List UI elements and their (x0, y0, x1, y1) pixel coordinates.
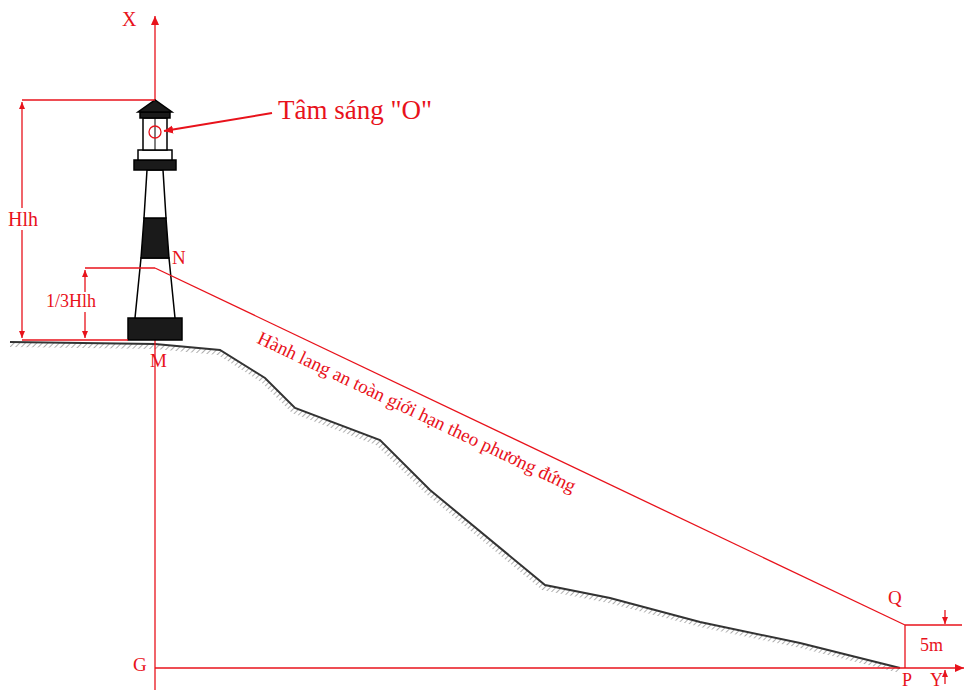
axis-label: X (122, 8, 136, 30)
dimension-label: Hlh (6, 208, 40, 230)
point-label: G (133, 655, 147, 676)
point-label: N (172, 248, 186, 269)
point-label: P (902, 671, 912, 691)
point-label: Q (888, 588, 902, 609)
point-label: M (150, 351, 167, 372)
light-centre-label: Tâm sáng "O" (278, 96, 432, 126)
axis-label: Y (930, 671, 943, 691)
dimension-label: 1/3Hlh (44, 292, 98, 312)
dimension-label: 5m (918, 636, 945, 656)
